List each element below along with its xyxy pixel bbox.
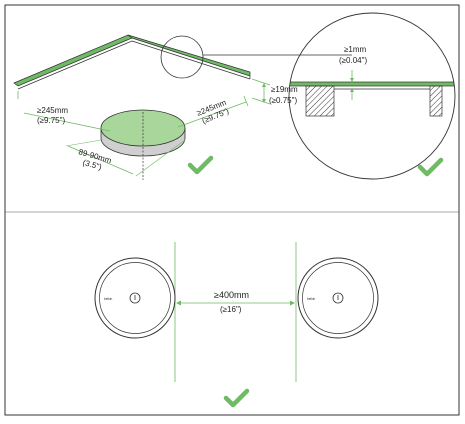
left-clearance-dimension: ≥245mm (≥9.75") [17, 91, 111, 132]
checkmark-icon [223, 388, 250, 408]
left-charger: belkin [94, 257, 176, 339]
gap-label-mm: ≥1mm [344, 45, 367, 54]
zoom-detail: ≥1mm (≥0.04") [288, 12, 456, 180]
zoom-indicator [160, 35, 204, 79]
height-dimension: ≥19mm (≥0.75") [251, 78, 298, 105]
spacing-diagram: belkin belkin ≥400mm (≥16") [94, 242, 379, 382]
left-charger-brand: belkin [104, 297, 113, 301]
right-charger: belkin [297, 257, 379, 339]
power-icon [332, 292, 344, 304]
table-edge-left [13, 34, 133, 87]
checkmark-icon [187, 155, 214, 175]
right-clearance-dimension: ≥245mm (≥9.75") [177, 95, 249, 128]
left-clearance-in: (≥9.75") [37, 116, 65, 125]
power-icon [129, 292, 141, 304]
outer-frame [4, 4, 460, 416]
checkmark-icon [417, 157, 444, 177]
spacing-label-mm: ≥400mm [214, 290, 249, 300]
height-label-in: (≥0.75") [269, 96, 297, 105]
left-clearance-mm: ≥245mm [37, 106, 68, 115]
table-edge-right [127, 34, 251, 77]
zoom-circle [288, 12, 456, 180]
table-top-view [13, 34, 251, 90]
gap-label-in: (≥0.04") [339, 56, 367, 65]
spacing-label-in: (≥16") [220, 305, 242, 314]
right-charger-brand: belkin [307, 297, 316, 301]
height-label-mm: ≥19mm [271, 85, 298, 94]
